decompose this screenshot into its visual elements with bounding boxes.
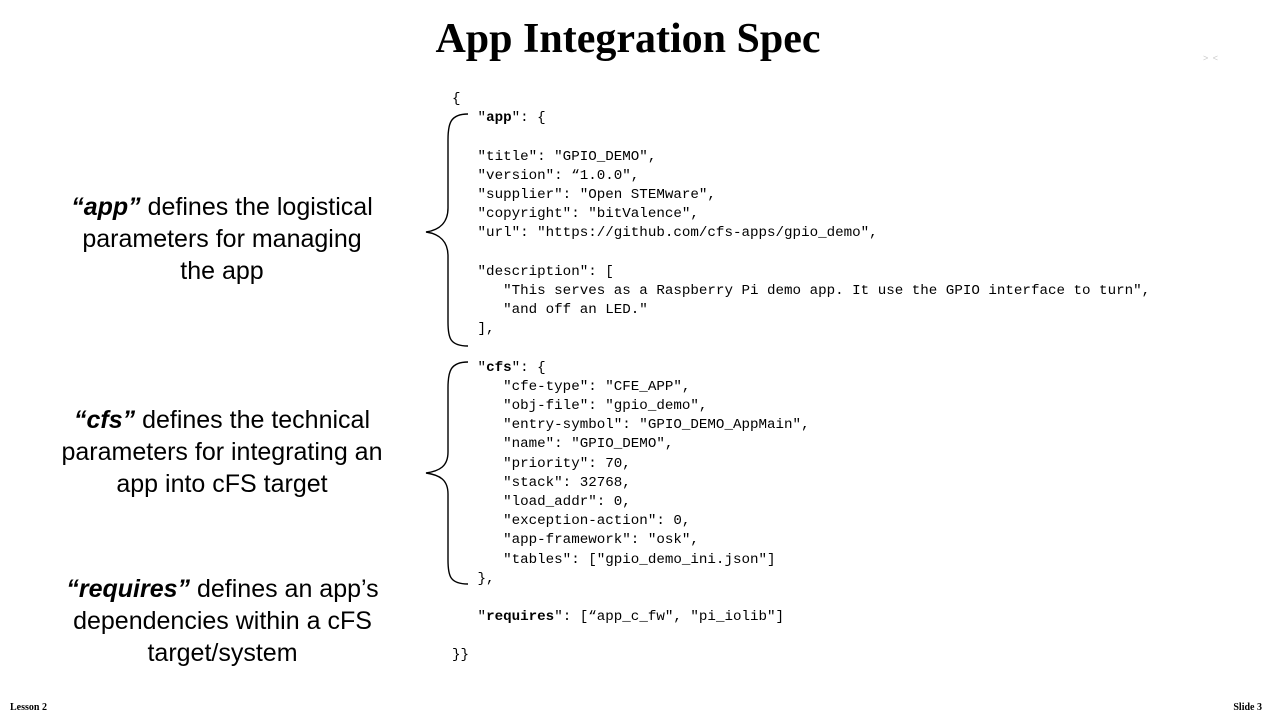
requires-description: “requires” defines an app’s dependencies… xyxy=(45,573,400,669)
code-line: "app": { xyxy=(452,110,546,127)
code-line: "description": [ xyxy=(452,263,614,280)
cfs-description-text: defines the technical parameters for int… xyxy=(61,406,383,498)
code-line: "requires": [“app_c_fw", "pi_iolib"] xyxy=(452,609,785,626)
code-line: ], xyxy=(452,321,495,338)
code-line xyxy=(452,589,1150,608)
code-line: "cfs": { xyxy=(452,359,546,376)
json-code-block: { "app": { "title": "GPIO_DEMO", "versio… xyxy=(452,90,1150,666)
code-line: "url": "https://github.com/cfs-apps/gpio… xyxy=(452,225,878,242)
app-brace-icon xyxy=(425,113,469,347)
code-line xyxy=(452,627,1150,646)
code-line: "cfe-type": "CFE_APP", xyxy=(452,378,691,395)
app-description-text: defines the logistical parameters for ma… xyxy=(82,193,373,285)
requires-keyword: “requires” xyxy=(66,575,191,603)
requires-description-text: defines an app’s dependencies within a c… xyxy=(73,575,379,667)
code-line: "supplier": "Open STEMware", xyxy=(452,186,716,203)
code-line: "and off an LED." xyxy=(452,302,648,319)
app-keyword: “app” xyxy=(71,193,141,221)
code-line xyxy=(452,244,1150,263)
code-line: "stack": 32768, xyxy=(452,474,631,491)
code-line: "exception-action": 0, xyxy=(452,513,691,530)
cfs-keyword: “cfs” xyxy=(73,406,136,434)
code-line: "entry-symbol": "GPIO_DEMO_AppMain", xyxy=(452,417,810,434)
cfs-description: “cfs” defines the technical parameters f… xyxy=(47,404,397,500)
code-line: "priority": 70, xyxy=(452,455,631,472)
code-line: }} xyxy=(452,647,470,664)
code-line: "title": "GPIO_DEMO", xyxy=(452,148,657,165)
code-line: "copyright": "bitValence", xyxy=(452,206,699,223)
footer-lesson: Lesson 2 xyxy=(10,702,47,713)
code-line: "name": "GPIO_DEMO", xyxy=(452,436,674,453)
slide-title: App Integration Spec xyxy=(435,16,821,62)
footer-slide-number: Slide 3 xyxy=(1233,702,1262,713)
code-line xyxy=(452,339,1150,358)
code-line xyxy=(452,128,1150,147)
cfs-brace-icon xyxy=(425,361,469,585)
code-line: "app-framework": "osk", xyxy=(452,532,699,549)
app-description: “app” defines the logistical parameters … xyxy=(62,191,382,287)
code-line: "obj-file": "gpio_demo", xyxy=(452,398,708,414)
code-line: "load_addr": 0, xyxy=(452,493,631,510)
code-line: { xyxy=(452,91,461,107)
code-line: "tables": ["gpio_demo_ini.json"] xyxy=(452,551,776,568)
code-line: }, xyxy=(452,570,495,587)
code-line: "version": “1.0.0", xyxy=(452,167,640,184)
corner-mark: > < xyxy=(1203,53,1220,63)
code-line: "This serves as a Raspberry Pi demo app.… xyxy=(452,282,1151,299)
